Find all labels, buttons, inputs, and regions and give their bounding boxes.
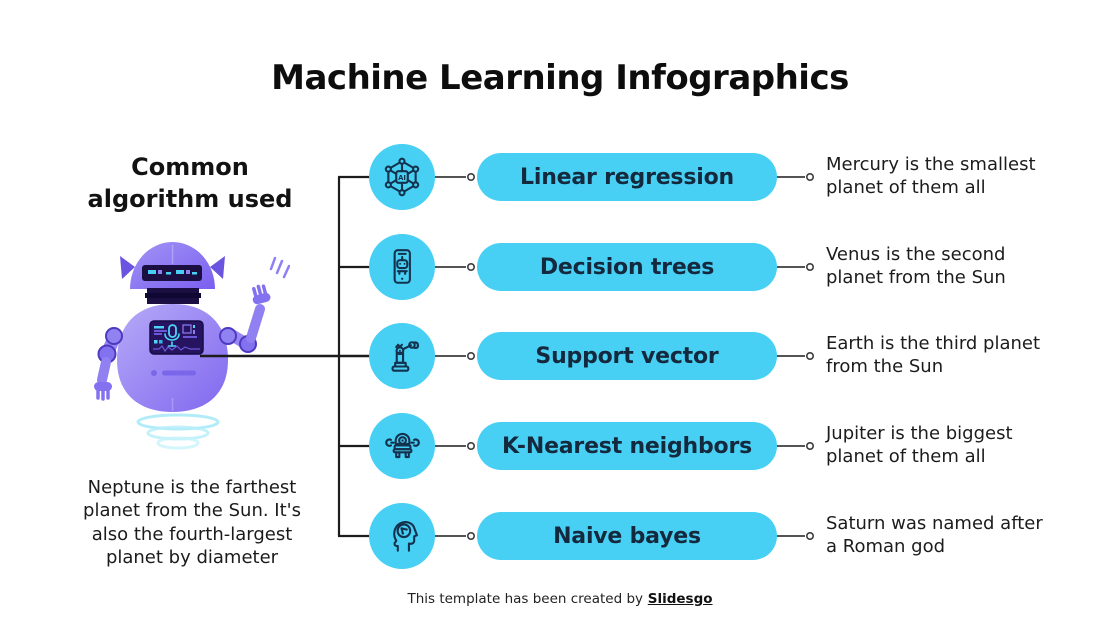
slidesgo-link[interactable]: Slidesgo [647, 591, 713, 607]
algorithm-row: K-Nearest neighbors Jupiter is the bigge… [369, 413, 1120, 479]
algorithm-label: Linear regression [520, 164, 734, 190]
microphone-icon [164, 324, 180, 347]
algorithm-pill: Linear regression [477, 153, 777, 201]
chatbot-phone-icon [369, 234, 435, 300]
mini-robot-icon [369, 413, 435, 479]
robot-eyes-icon [148, 270, 197, 275]
algorithm-description: Jupiter is the biggest planet of them al… [826, 423, 1013, 467]
svg-text:AI: AI [398, 174, 406, 182]
robot-arm-icon [369, 323, 435, 389]
algorithm-pill: Naive bayes [477, 512, 777, 560]
algorithm-row: Naive bayes Saturn was named after a Rom… [369, 503, 1120, 569]
chest-screen [149, 320, 204, 355]
algorithm-row: Support vector Earth is the third planet… [369, 323, 1120, 389]
left-heading: Common algorithm used [87, 153, 293, 213]
algorithm-label: Decision trees [539, 254, 715, 280]
left-note: Neptune is the farthest planet from the … [83, 477, 301, 569]
algorithm-description: Mercury is the smallest planet of them a… [826, 154, 1036, 198]
robot-illustration [94, 242, 290, 450]
algorithm-pill: Support vector [477, 332, 777, 380]
algorithm-pill: K-Nearest neighbors [477, 422, 777, 470]
footer-text: This template has been created by [407, 591, 644, 607]
algorithm-label: Naive bayes [553, 523, 701, 549]
ai-network-icon: AI [369, 144, 435, 210]
algorithm-description: Venus is the second planet from the Sun [826, 244, 1006, 288]
wave-motion-lines-icon [269, 256, 290, 279]
ai-head-icon [369, 503, 435, 569]
algorithm-description: Earth is the third planet from the Sun [826, 333, 1041, 377]
algorithm-label: Support vector [535, 343, 719, 369]
hover-swirl-icon [136, 413, 220, 450]
algorithm-row: AI Linear regression Mercury is the smal… [369, 144, 1120, 210]
algorithm-description: Saturn was named after a Roman god [826, 513, 1043, 557]
algorithm-pill: Decision trees [477, 243, 777, 291]
algorithm-label: K-Nearest neighbors [501, 433, 753, 459]
algorithm-row: Decision trees Venus is the second plane… [369, 234, 1120, 300]
page-title: Machine Learning Infographics [271, 58, 849, 98]
